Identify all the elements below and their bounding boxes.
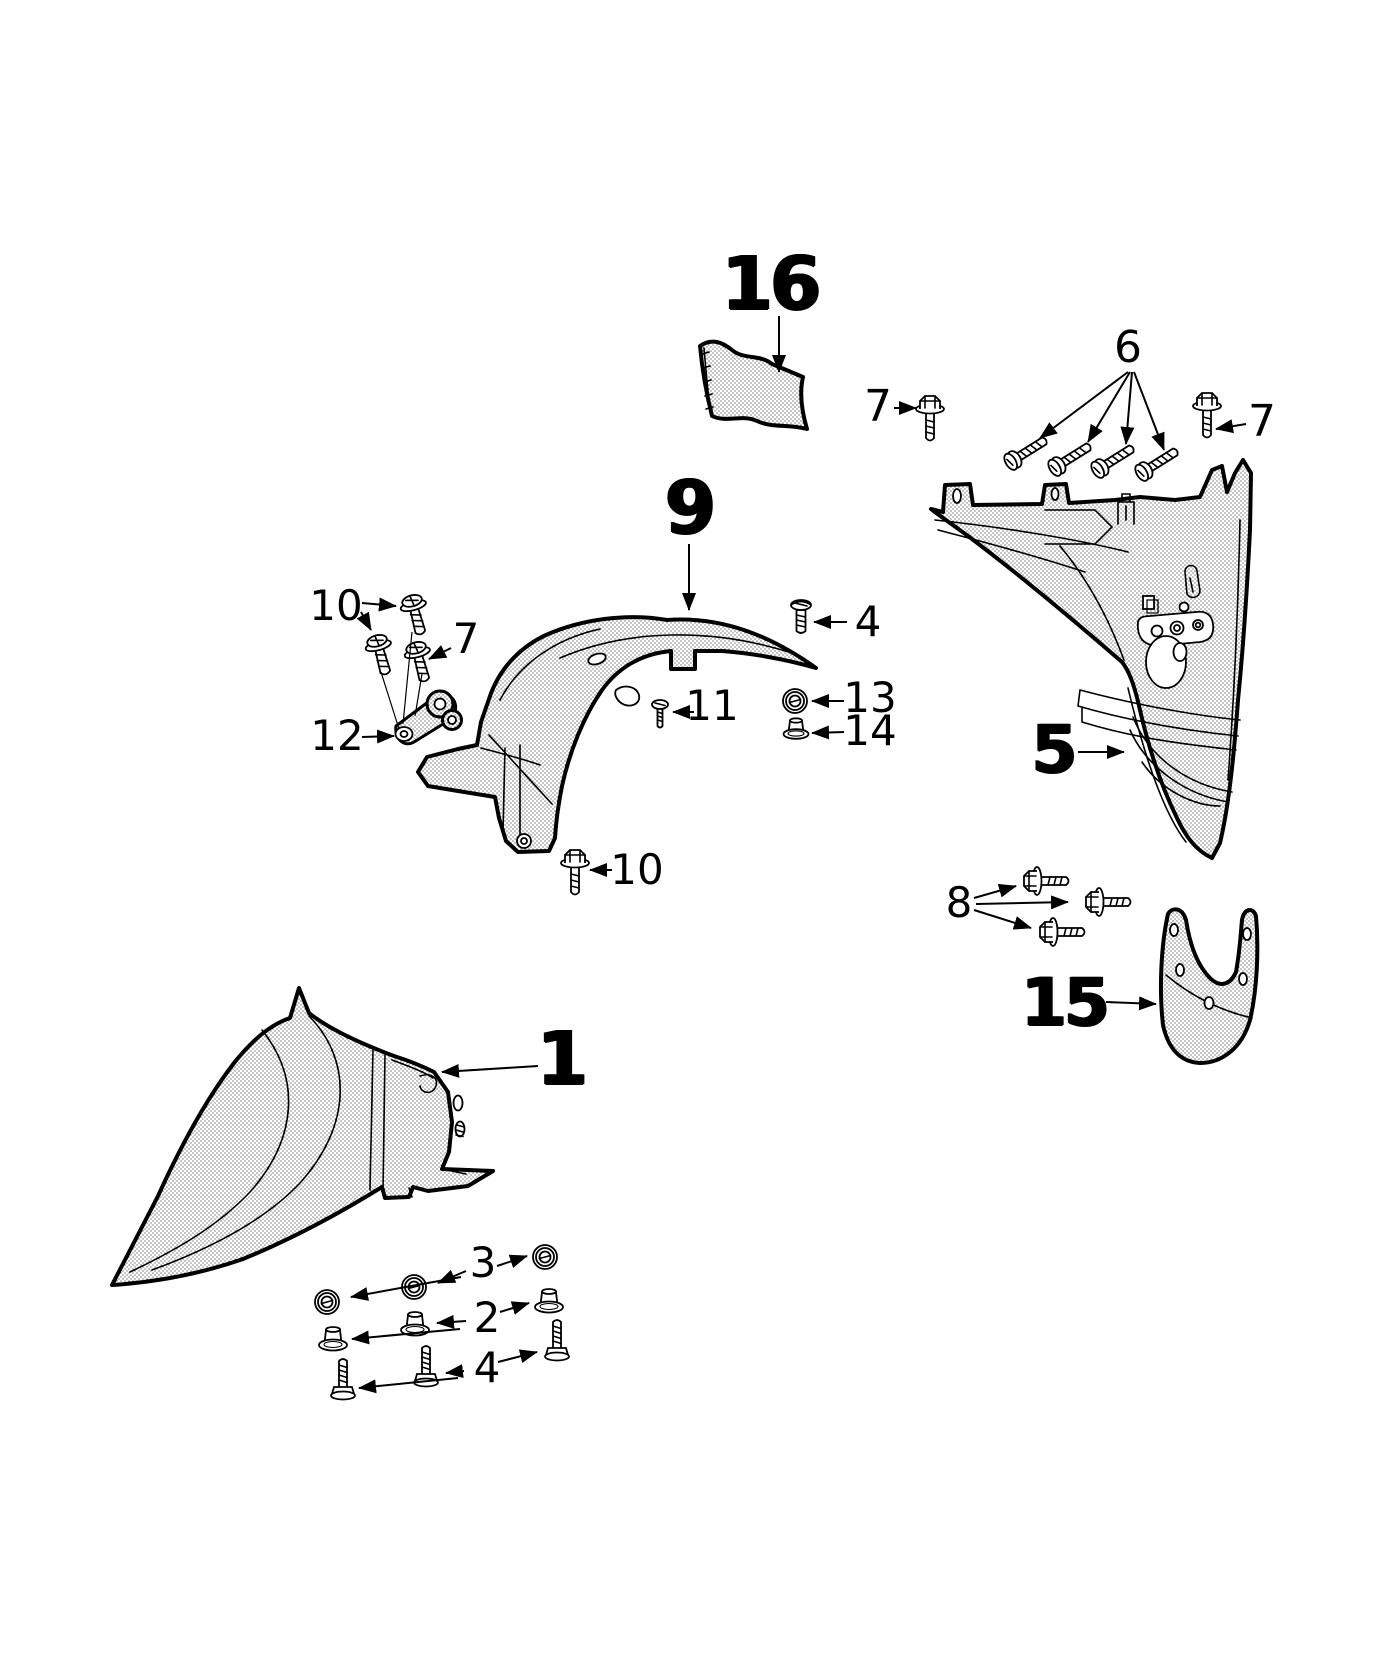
screw-part11 — [651, 699, 669, 729]
leader-arrow — [436, 1314, 467, 1329]
leader-arrow — [496, 1254, 528, 1269]
leader-arrow — [350, 1276, 462, 1301]
leader-arrow — [973, 909, 1032, 930]
screw-part6-4 — [1131, 442, 1183, 484]
plug-part14 — [782, 717, 810, 740]
leader-arrow — [428, 645, 452, 660]
part-5-side-panel — [929, 458, 1253, 860]
leader-arrow — [361, 729, 395, 744]
callout-arrows — [350, 316, 1247, 1394]
bolt-part7-right — [1192, 392, 1222, 439]
part-15-mud-flap — [1158, 907, 1260, 1065]
part-1-front-fender — [110, 986, 495, 1287]
bolt-part8-2 — [1085, 887, 1132, 917]
part-9-inner-fender — [416, 615, 818, 854]
leader-arrow — [1039, 371, 1129, 439]
bolt-part8-1 — [1023, 866, 1070, 896]
leader-arrow — [1120, 371, 1135, 445]
leader-arrow — [1105, 996, 1157, 1011]
assembly-guide-lines — [380, 631, 423, 730]
leader-arrow — [351, 1328, 461, 1345]
leader-arrow — [445, 1364, 465, 1379]
leader-arrow — [1215, 419, 1247, 434]
screw-part10-upper-2 — [362, 631, 400, 679]
leader-arrow — [441, 1063, 539, 1078]
screw-part6-3 — [1087, 439, 1139, 481]
grommet-part2-3 — [534, 1288, 564, 1314]
leader-arrow — [356, 611, 372, 631]
screw-part4-bottom-1 — [330, 1358, 356, 1401]
leader-arrow — [811, 725, 845, 740]
leader-arrow — [358, 1377, 459, 1394]
nut-part13 — [782, 688, 808, 714]
leader-arrow — [975, 895, 1069, 910]
leader-arrow — [497, 1349, 538, 1364]
grommet-part2-1 — [318, 1326, 348, 1352]
leader-arrow — [973, 883, 1017, 899]
bolt-part10-lower — [560, 849, 590, 896]
leader-arrow — [361, 597, 397, 612]
leader-arrow — [1133, 371, 1165, 451]
screw-part4-bottom-3 — [544, 1319, 570, 1362]
screw-part6-2 — [1044, 437, 1096, 479]
nut-part3-3 — [532, 1244, 558, 1270]
bolt-part7-left — [915, 395, 945, 442]
part-12-bracket — [394, 689, 463, 746]
nut-part3-1 — [314, 1289, 340, 1315]
leader-arrow — [499, 1301, 530, 1315]
part-16-protector-film — [698, 339, 809, 431]
screw-part10-upper-1 — [397, 591, 435, 639]
leader-arrow — [1087, 371, 1131, 443]
screw-part6-1 — [1000, 431, 1052, 473]
bolt-part8-3 — [1039, 917, 1086, 947]
screw-part4-top — [790, 599, 812, 634]
